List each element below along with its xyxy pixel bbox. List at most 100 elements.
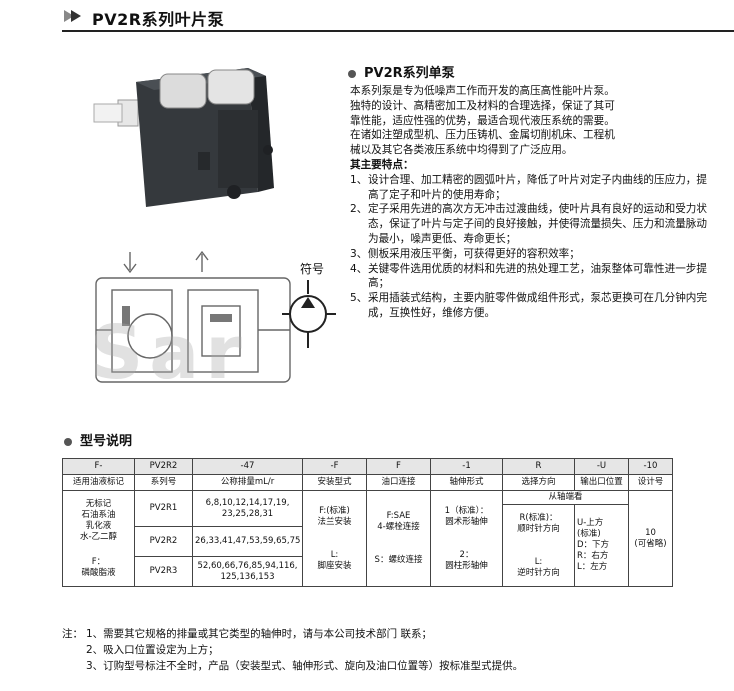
- code-cell: -47: [192, 458, 303, 475]
- header-cell: 轴伸形式: [430, 474, 503, 491]
- header-divider: [62, 30, 734, 32]
- cell-line: 圆术形轴伸: [445, 516, 488, 527]
- intro-line: 械以及其它各类液压系统中均得到了广泛应用。: [350, 144, 573, 157]
- cell-line: R(标准)：: [519, 512, 558, 523]
- code-cell: -1: [430, 458, 503, 475]
- cell-line: 2：: [459, 549, 474, 560]
- note-item: 注：1、需要其它规格的排量或其它类型的轴伸时，请与本公司技术部门 联系；: [62, 626, 702, 642]
- cell-line: 圆柱形轴伸: [445, 560, 488, 571]
- cell-line: F：: [91, 556, 106, 567]
- code-cell: -U: [574, 458, 629, 475]
- code-cell: F: [366, 458, 431, 475]
- shaft-cell: 1（标准）： 圆术形轴伸 2： 圆柱形轴伸: [430, 490, 503, 587]
- bullet-icon: [348, 69, 356, 78]
- code-cell: R: [502, 458, 575, 475]
- cell-line: U-上方: [577, 518, 604, 528]
- intro-line: 靠性能，适应性强的优势，最适合现代液压系统的需要。: [350, 114, 615, 127]
- header-row: 适用油液标记 系列号 公称排量mL/r 安装型式 油口连接 轴伸形式 选择方向 …: [62, 474, 673, 491]
- feature-item: 4、关键零件选用优质的材料和先进的热处理工艺，油泵整体可靠性进一步提高；: [350, 262, 710, 292]
- table-row: PV2R2 26,33,41,47,53,59,65,75: [63, 526, 673, 557]
- note-item: 2、吸入口位置设定为上方；: [62, 642, 702, 658]
- model-section-title: 型号说明: [64, 430, 132, 449]
- cell-line: F:SAE: [386, 511, 411, 521]
- cell-line: (标准): [577, 529, 601, 539]
- header-cell: 输出口位置: [574, 474, 629, 491]
- pump-photo: [93, 68, 274, 207]
- cell-line: S：螺纹连接: [374, 555, 423, 565]
- model-title-text: 型号说明: [80, 434, 133, 449]
- series-cell: PV2R2: [134, 526, 193, 557]
- series-cell: PV2R3: [134, 556, 193, 587]
- feature-number: 2、: [350, 203, 368, 216]
- intro-line: 独特的设计、高精密加工及材料的合理选择，保证了其可: [350, 99, 615, 112]
- feature-text: 定子采用先进的高次方无冲击过渡曲线，使叶片具有良好的运动和受力状态，保证了叶片与…: [368, 203, 707, 245]
- cell-line: 4-螺栓连接: [377, 522, 420, 532]
- cell-line: L:: [534, 556, 543, 567]
- feature-number: 1、: [350, 173, 368, 186]
- cell-line: 脚座安装: [317, 560, 352, 571]
- cell-line: D：下方: [577, 540, 610, 550]
- features-heading: 其主要特点：: [350, 158, 414, 171]
- direction-cell: R(标准)： 顺时针方向 L: 逆时针方向: [502, 504, 575, 587]
- intro-line: 在诸如注塑成型机、压力压铸机、金属切削机床、工程机: [350, 129, 615, 142]
- feature-text: 侧板采用液压平衡，可获得更好的容积效率；: [368, 247, 580, 260]
- cell-line: 石油系油: [81, 509, 116, 520]
- note-item: 3、订购型号标注不全时，产品（安装型式、轴伸形式、旋向及油口位置等）按标准型式提…: [62, 658, 702, 674]
- cell-line: L:: [330, 549, 339, 560]
- feature-text: 设计合理、加工精密的圆弧叶片，降低了叶片对定子内曲线的压应力，提高了定子和叶片的…: [368, 173, 707, 201]
- displacement-cell: 26,33,41,47,53,59,65,75: [192, 526, 303, 557]
- feature-item: 5、采用插装式结构，主要内脏零件做成组件形式，泵芯更换可在几分钟内完成，互换性好…: [350, 291, 710, 321]
- series-title-text: PV2R系列单泵: [364, 66, 455, 81]
- feature-text: 采用插装式结构，主要内脏零件做成组件形式，泵芯更换可在几分钟内完成，互换性好，维…: [368, 292, 707, 319]
- header-cell: 适用油液标记: [62, 474, 135, 491]
- feature-item: 2、定子采用先进的高次方无冲击过渡曲线，使叶片具有良好的运动和受力状态，保证了叶…: [350, 202, 710, 246]
- design-cell: 10 (可省略): [628, 490, 673, 587]
- header-cell: 安装型式: [302, 474, 367, 491]
- cell-line: 无标记: [85, 498, 112, 509]
- series-description: 本系列泵是专为低噪声工作而开发的高压高性能叶片泵。 独特的设计、高精密加工及材料…: [350, 84, 710, 321]
- note-label: [62, 658, 86, 674]
- header-cell: 设计号: [628, 474, 673, 491]
- cell-line: 磷酸脂液: [81, 567, 116, 578]
- fluid-cell: 无标记 石油系油 乳化液 水-乙二醇 F： 磷酸脂液: [62, 490, 135, 587]
- code-cell: F-: [62, 458, 135, 475]
- pump-cutaway-diagram: [95, 250, 291, 383]
- cell-line: 1（标准）：: [444, 505, 489, 516]
- cell-line: 法兰安装: [317, 516, 352, 527]
- cell-line: (可省略): [634, 538, 667, 549]
- table-row: 无标记 石油系油 乳化液 水-乙二醇 F： 磷酸脂液 PV2R1 6,8,10,…: [62, 490, 673, 587]
- intro-line: 本系列泵是专为低噪声工作而开发的高压高性能叶片泵。: [350, 85, 615, 97]
- direction-header-cell: 从轴端看: [502, 490, 629, 505]
- feature-item: 1、设计合理、加工精密的圆弧叶片，降低了叶片对定子内曲线的压应力，提高了定子和叶…: [350, 173, 710, 203]
- model-code-table: F- PV2R2 -47 -F F -1 R -U -10 适用油液标记 系列号…: [62, 458, 673, 587]
- feature-number: 4、: [350, 262, 368, 275]
- cell-line: 10: [645, 527, 656, 538]
- code-cell: -10: [628, 458, 673, 475]
- code-cell: PV2R2: [134, 458, 193, 475]
- cell-line: 顺时针方向: [517, 523, 560, 534]
- note-text: 1、需要其它规格的排量或其它类型的轴伸时，请与本公司技术部门 联系；: [86, 628, 433, 640]
- series-section-title: PV2R系列单泵: [348, 62, 455, 81]
- header-cell: 公称排量mL/r: [192, 474, 303, 491]
- mount-cell: F:(标准) 法兰安装 L: 脚座安装: [302, 490, 367, 587]
- series-cell: PV2R1: [134, 490, 193, 527]
- feature-number: 3、: [350, 247, 368, 260]
- symbol-label: 符号: [300, 262, 325, 276]
- table-row: R(标准)： 顺时针方向 L: 逆时针方向 U-上方 (标准) D：下方 R：右…: [63, 504, 673, 587]
- cell-line: F:(标准): [319, 505, 350, 516]
- feature-number: 5、: [350, 292, 368, 305]
- cell-line: L：左方: [577, 562, 608, 572]
- note-text: 2、吸入口位置设定为上方；: [86, 644, 219, 656]
- code-row: F- PV2R2 -47 -F F -1 R -U -10: [62, 458, 673, 475]
- cell-line: 水-乙二醇: [79, 531, 118, 542]
- cell-line: 逆时针方向: [517, 567, 560, 578]
- cell-line: R：右方: [577, 551, 609, 561]
- displacement-cell: 6,8,10,12,14,17,19, 23,25,28,31: [192, 490, 303, 527]
- header-cell: 系列号: [134, 474, 193, 491]
- hydraulic-pump-symbol-icon: [282, 280, 336, 348]
- feature-item: 3、侧板采用液压平衡，可获得更好的容积效率；: [350, 247, 710, 262]
- port-cell: F:SAE 4-螺栓连接 S：螺纹连接: [366, 490, 431, 587]
- notes: 注：1、需要其它规格的排量或其它类型的轴伸时，请与本公司技术部门 联系； 2、吸…: [62, 626, 702, 674]
- header-cell: 油口连接: [366, 474, 431, 491]
- displacement-cell: 52,60,66,76,85,94,116, 125,136,153: [192, 556, 303, 587]
